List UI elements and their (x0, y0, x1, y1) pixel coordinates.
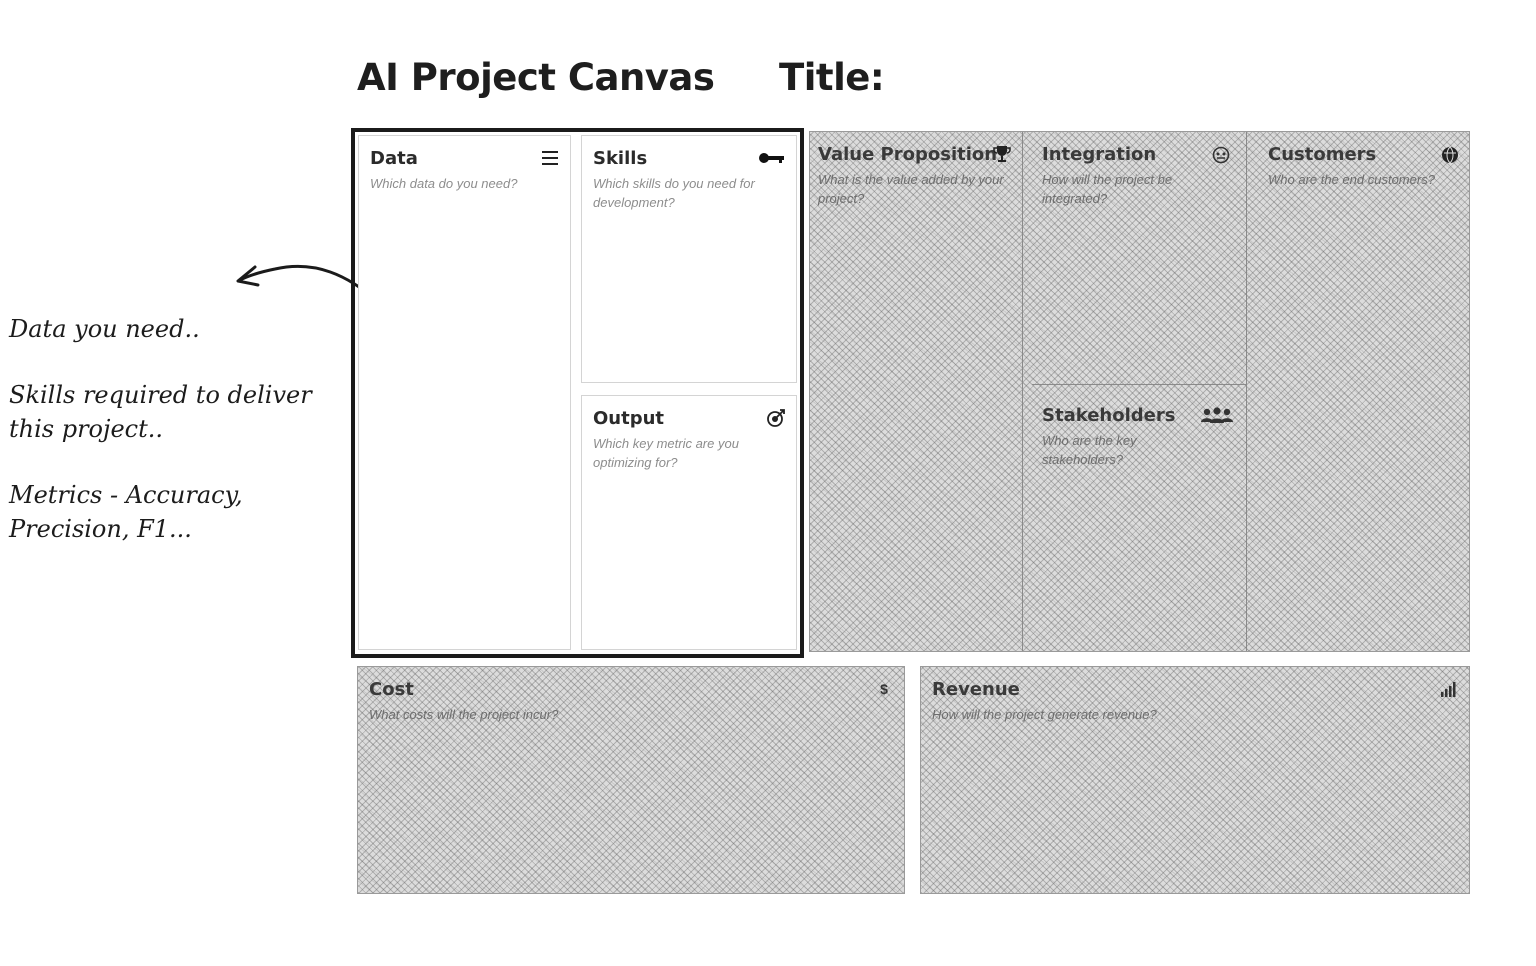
people-icon (1201, 407, 1233, 423)
customers-hint: Who are the end customers? (1268, 172, 1435, 187)
settings-icon (1212, 146, 1230, 164)
value-title: Value Proposition (818, 144, 998, 165)
stakeholders-title: Stakeholders (1042, 405, 1176, 426)
cost-hint: What costs will the project incur? (369, 707, 559, 722)
customers-title: Customers (1268, 144, 1377, 165)
skills-hint: Which skills do you need for development… (593, 176, 755, 210)
output-block[interactable]: Output Which key metric are you optimizi… (581, 395, 797, 650)
hatched-panel (809, 131, 1470, 652)
stakeholders-hint: Who are the key stakeholders? (1042, 433, 1137, 467)
panel-divider (1246, 132, 1247, 651)
integration-hint: How will the project be integrated? (1042, 172, 1173, 206)
customers-block[interactable]: Customers Who are the end customers? (1260, 132, 1468, 650)
canvas-title: AI Project Canvas (357, 56, 715, 99)
list-icon (542, 151, 558, 165)
data-block[interactable]: Data Which data do you need? (358, 135, 571, 650)
integration-block[interactable]: Integration How will the project be inte… (1034, 132, 1246, 382)
revenue-title: Revenue (932, 679, 1020, 700)
skills-title: Skills (593, 148, 648, 169)
panel-divider (1022, 132, 1023, 651)
integration-title: Integration (1042, 144, 1157, 165)
data-title: Data (370, 148, 418, 169)
trophy-icon (993, 146, 1011, 162)
cost-title: Cost (369, 679, 414, 700)
skills-block[interactable]: Skills Which skills do you need for deve… (581, 135, 797, 383)
panel-divider (1032, 384, 1246, 385)
output-hint: Which key metric are you optimizing for? (593, 436, 739, 470)
output-title: Output (593, 408, 665, 429)
globe-icon (1442, 146, 1458, 164)
cost-block[interactable]: Cost What costs will the project incur? … (357, 666, 905, 894)
title-label: Title: (779, 56, 885, 99)
dollar-icon: $ (880, 681, 888, 697)
bar-chart-icon (1441, 682, 1456, 697)
note-data: Data you need.. (9, 315, 200, 343)
value-hint: What is the value added by your project? (818, 172, 1004, 206)
stakeholders-block[interactable]: Stakeholders Who are the key stakeholder… (1034, 393, 1246, 650)
data-hint: Which data do you need? (370, 176, 518, 191)
key-icon (759, 153, 784, 163)
revenue-hint: How will the project generate revenue? (932, 707, 1157, 722)
revenue-block[interactable]: Revenue How will the project generate re… (920, 666, 1470, 894)
note-metrics: Metrics - Accuracy,Precision, F1... (9, 481, 243, 543)
target-icon (767, 409, 785, 427)
svg-text:$: $ (880, 681, 888, 697)
value-proposition-block[interactable]: Value Proposition What is the value adde… (810, 132, 1022, 650)
